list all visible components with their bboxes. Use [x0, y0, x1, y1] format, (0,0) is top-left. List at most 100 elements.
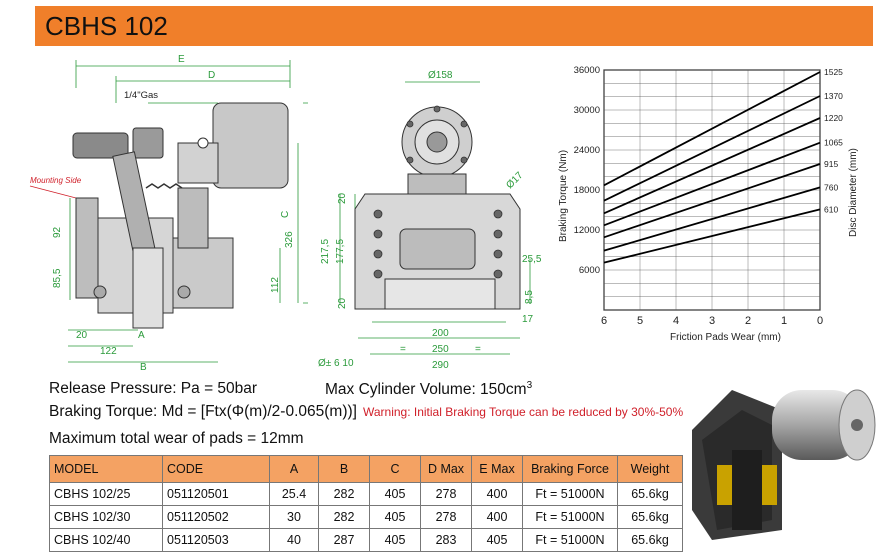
cell-c: 405 [369, 482, 421, 506]
dim-b: B [140, 362, 147, 373]
dim-17b: 17 [522, 314, 534, 325]
title-bar: CBHS 102 [35, 6, 873, 46]
cell-model: CBHS 102/30 [49, 505, 163, 529]
spec-table: MODEL CODE A B C D Max E Max Braking For… [49, 455, 683, 552]
col-model: MODEL [49, 455, 163, 483]
braking-torque-formula: Braking Torque: Md = [Ftx(Φ(m)/2-0.065(m… [49, 403, 683, 421]
chart-y-tick-label: 12000 [574, 225, 600, 236]
col-c: C [369, 455, 421, 483]
cell-braking-force: Ft = 51000N [522, 505, 618, 529]
side-view-drawing: E D 1/4"Gas C 326 112 92 85,5 20 A 122 B… [29, 54, 308, 373]
chart-series-label: 1370 [824, 91, 843, 101]
chart-series-line [603, 95, 821, 202]
dim-290: 290 [432, 360, 449, 371]
table-row: CBHS 102/25 051120501 25.4 282 405 278 4… [49, 482, 683, 506]
col-a: A [269, 455, 319, 483]
cell-model: CBHS 102/25 [49, 482, 163, 506]
table-header-row: MODEL CODE A B C D Max E Max Braking For… [49, 455, 683, 483]
dim-92: 92 [52, 226, 63, 238]
dim-e: E [178, 54, 185, 65]
release-pressure: Release Pressure: Pa = 50bar [49, 380, 258, 397]
max-cylinder-volume-sup: 3 [526, 380, 533, 391]
cell-a: 25.4 [269, 482, 319, 506]
cell-dmax: 283 [420, 528, 472, 552]
dim-c: C [280, 211, 291, 218]
chart-y-tick-label: 6000 [579, 265, 600, 276]
col-weight: Weight [617, 455, 683, 483]
cell-emax: 405 [471, 528, 523, 552]
chart-series-line [603, 163, 821, 239]
front-view-drawing: Ø158 Ø17 20 217,5 177,5 20 25,5 8,5 17 2… [318, 70, 542, 371]
cell-a: 40 [269, 528, 319, 552]
col-dmax: D Max [420, 455, 472, 483]
cell-b: 282 [318, 482, 370, 506]
cell-c: 405 [369, 528, 421, 552]
dim-25-5: 25,5 [522, 254, 542, 265]
chart-series-line [603, 71, 821, 187]
dim-20-top: 20 [337, 192, 348, 204]
top-border [0, 0, 888, 4]
chart-x-tick-label: 5 [637, 315, 643, 327]
chart-series-line [603, 186, 821, 252]
chart-series-labels: 1525 1370 1220 1065 915 760 610 [824, 67, 843, 214]
chart-y-tick-label: 18000 [574, 185, 600, 196]
chart-right-label: Disc Diameter (mm) [848, 148, 859, 237]
cell-b: 282 [318, 505, 370, 529]
chart-series-label: 1220 [824, 113, 843, 123]
chart-x-label: Friction Pads Wear (mm) [670, 332, 781, 343]
dim-85-5: 85,5 [52, 268, 63, 288]
chart-x-tick-label: 1 [781, 315, 787, 327]
table-row: CBHS 102/30 051120502 30 282 405 278 400… [49, 505, 683, 529]
dim-20-bottom: 20 [337, 297, 348, 309]
braking-torque-text: Braking Torque: Md = [Ftx(Φ(m)/2-0.065(m… [49, 403, 357, 420]
col-code: CODE [162, 455, 270, 483]
cell-emax: 400 [471, 482, 523, 506]
cell-weight: 65.6kg [617, 482, 683, 506]
cell-a: 30 [269, 505, 319, 529]
col-b: B [318, 455, 370, 483]
cell-emax: 400 [471, 505, 523, 529]
chart-x-tick-label: 6 [601, 315, 607, 327]
cell-braking-force: Ft = 51000N [522, 482, 618, 506]
chart-series-line [603, 208, 821, 264]
cell-b: 287 [318, 528, 370, 552]
chart-lines [603, 71, 821, 264]
dim-20: 20 [76, 330, 88, 341]
dim-112: 112 [270, 277, 281, 293]
dim-d: D [208, 70, 215, 81]
chart-series-label: 610 [824, 204, 838, 214]
cell-dmax: 278 [420, 505, 472, 529]
chart-x-tick-label: 3 [709, 315, 715, 327]
chart-y-tick-label: 36000 [574, 65, 600, 76]
dim-8-5: 8,5 [524, 290, 535, 304]
dim-phi: Ø± 6 10 [318, 358, 354, 369]
chart-x-tick-label: 4 [673, 315, 679, 327]
cell-code: 051120502 [162, 505, 270, 529]
table-row: CBHS 102/40 051120503 40 287 405 283 405… [49, 528, 683, 552]
chart-series-line [603, 141, 821, 227]
dim-eq1: = [400, 344, 406, 355]
warning-text: Warning: Initial Braking Torque can be r… [362, 405, 684, 419]
dim-eq2: = [475, 344, 481, 355]
chart-x-tick-label: 2 [745, 315, 751, 327]
page-title: CBHS 102 [45, 11, 168, 41]
cell-c: 405 [369, 505, 421, 529]
dim-326: 326 [284, 231, 295, 248]
product-image [692, 389, 876, 540]
col-braking-force: Braking Force [522, 455, 618, 483]
cell-model: CBHS 102/40 [49, 528, 163, 552]
dim-217-5: 217,5 [320, 239, 331, 264]
dim-158: Ø158 [428, 70, 453, 81]
dim-250: 250 [432, 344, 449, 355]
dim-200: 200 [432, 328, 449, 339]
chart-series-label: 1525 [824, 67, 843, 77]
chart-series-label: 760 [824, 182, 838, 192]
chart-series-label: 915 [824, 159, 838, 169]
chart-series-label: 1065 [824, 138, 843, 148]
dim-gas: 1/4"Gas [124, 90, 158, 101]
max-pad-wear: Maximum total wear of pads = 12mm [49, 430, 304, 447]
cell-code: 051120503 [162, 528, 270, 552]
